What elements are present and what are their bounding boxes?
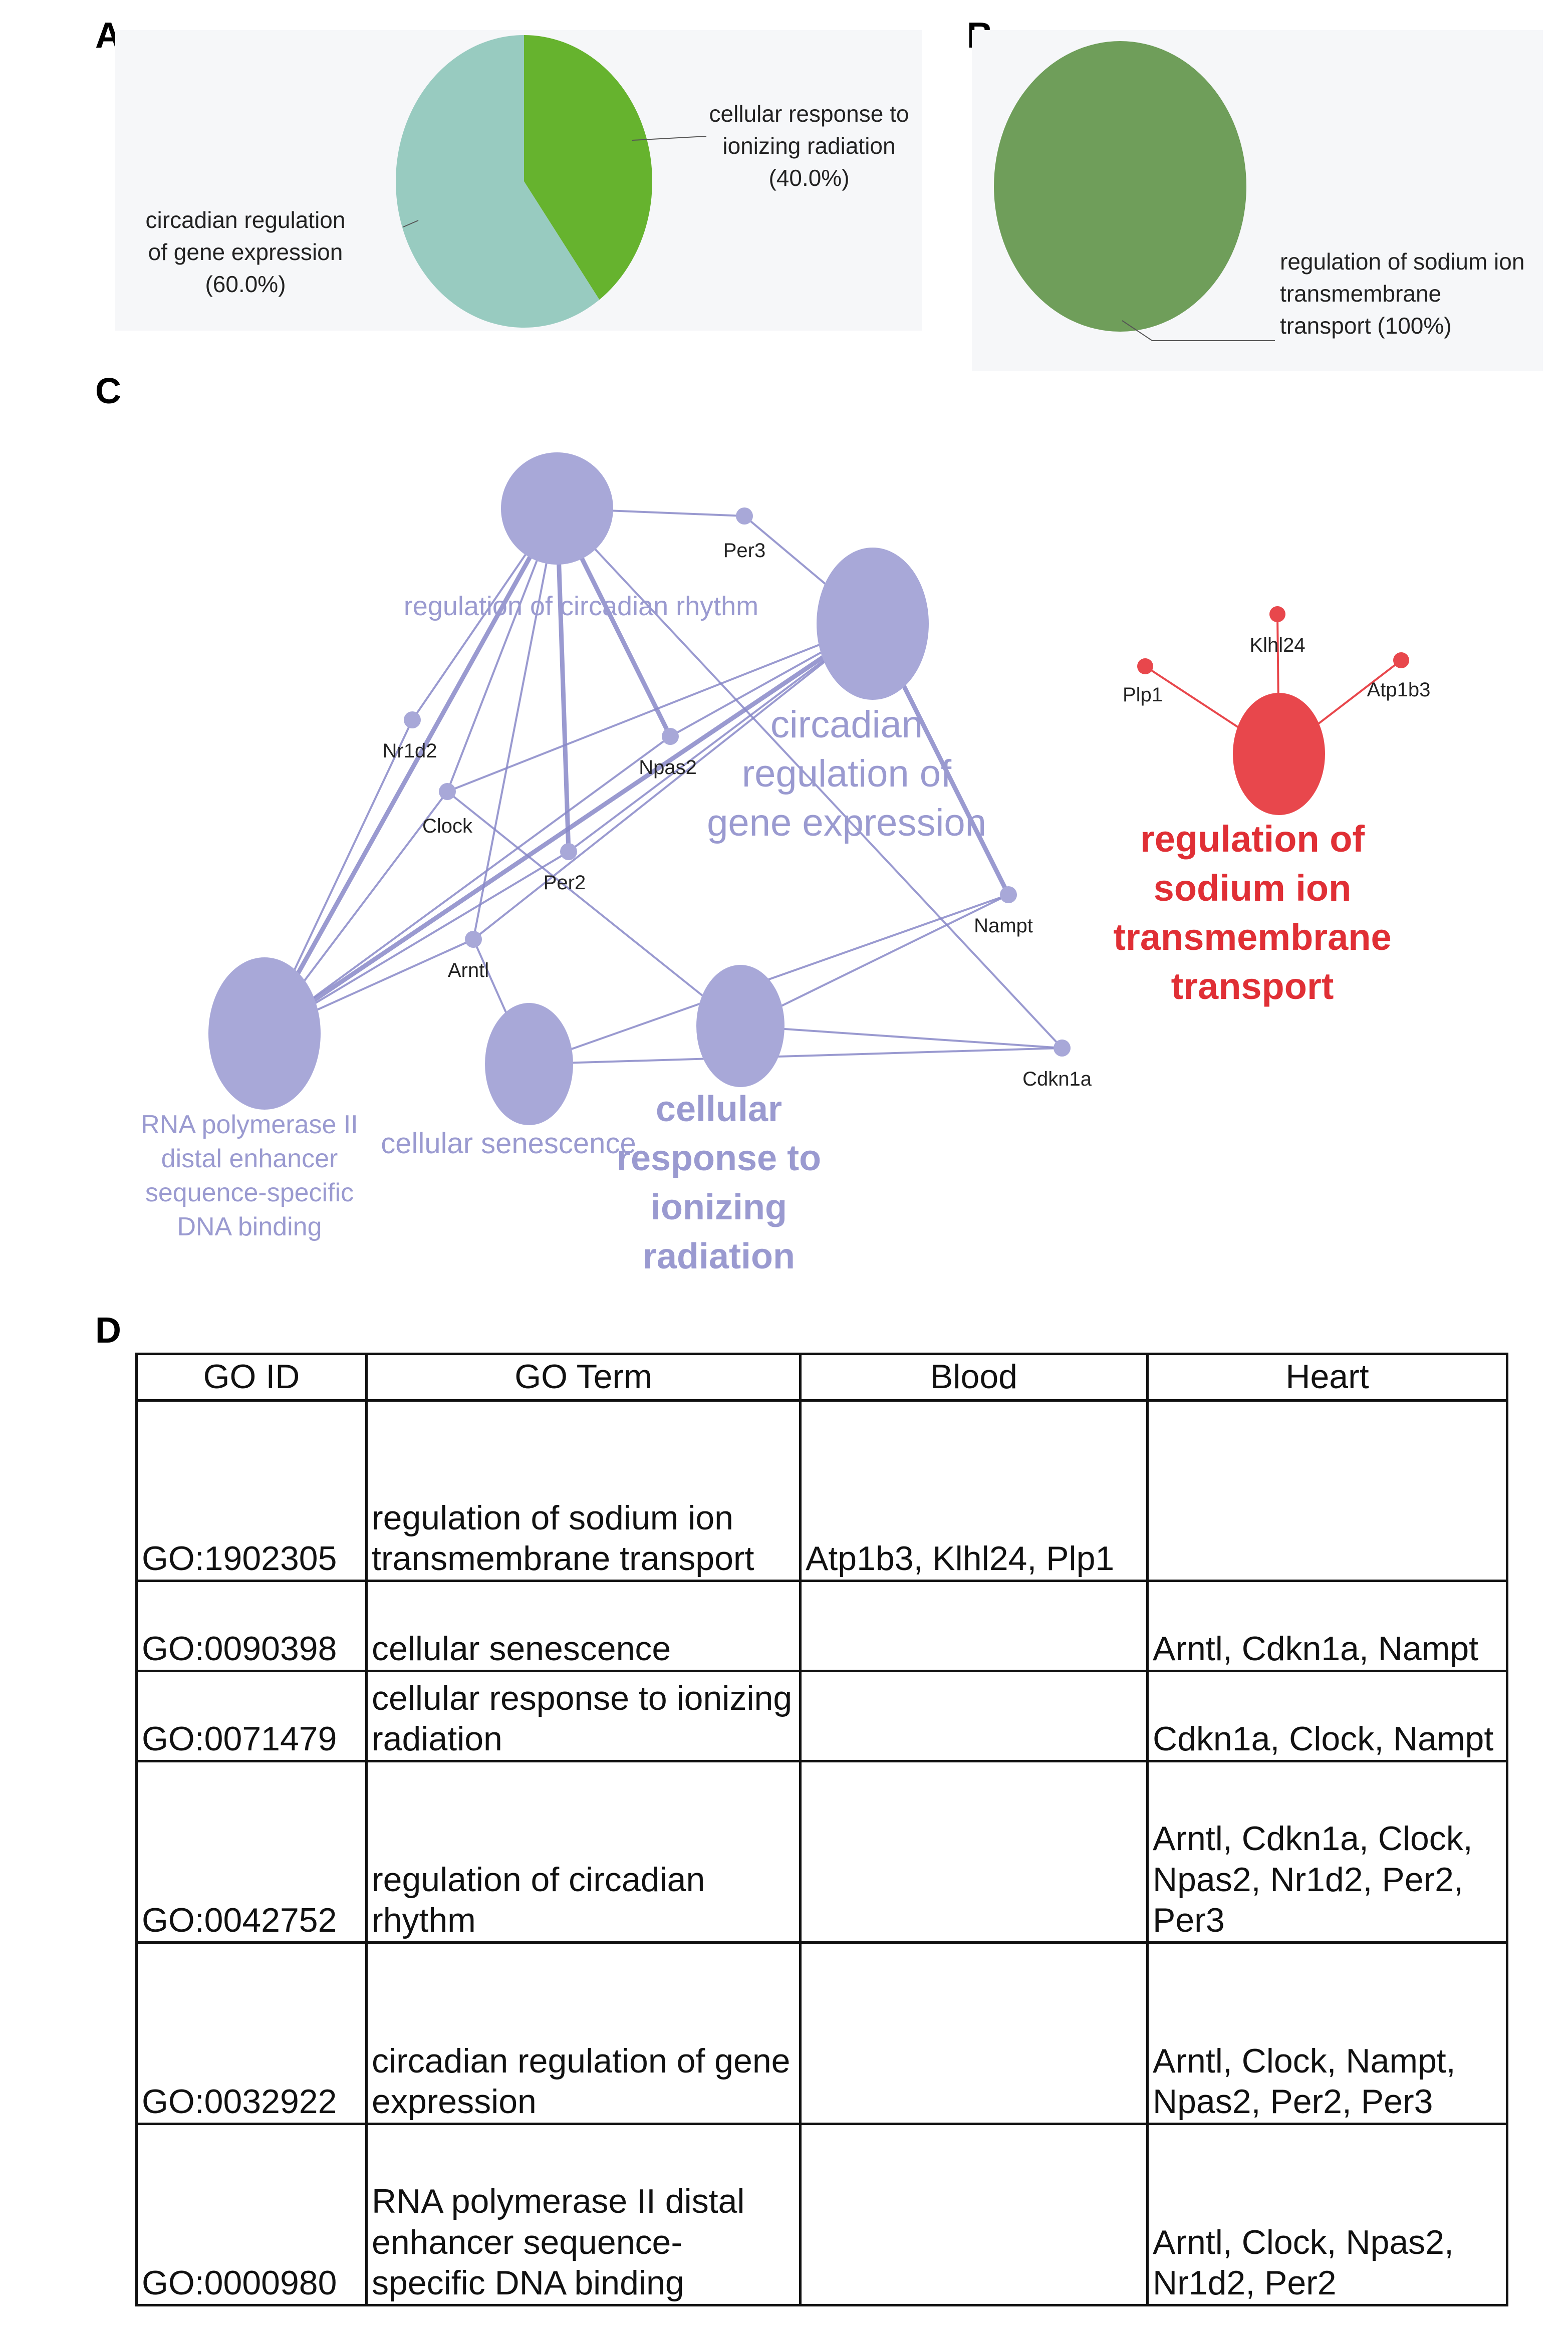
network-edge xyxy=(446,791,741,1027)
cell-go-id: GO:1902305 xyxy=(135,1399,368,1582)
term-label-senes: cellular senescence xyxy=(381,1127,636,1160)
term-label-circ_rhythm: regulation of circadian rhythm xyxy=(404,591,758,621)
gene-node-arntl xyxy=(465,931,482,948)
cell-go-term: regulation of sodium ion transmembrane t… xyxy=(365,1399,802,1582)
table-row: GO:0042752 regulation of circadian rhyth… xyxy=(135,1760,1508,1944)
pie-slice-2 xyxy=(396,35,600,328)
cell-blood xyxy=(799,1670,1149,1762)
cell-go-term: cellular response to ionizing radiation xyxy=(365,1670,802,1762)
cell-heart: Arntl, Cdkn1a, Clock, Npas2, Nr1d2, Per2… xyxy=(1146,1760,1508,1944)
table-row: GO:1902305 regulation of sodium ion tran… xyxy=(135,1399,1508,1582)
cell-blood xyxy=(799,1580,1149,1672)
pie-leader-line-2 xyxy=(403,220,419,227)
gene-node-klhl24 xyxy=(1269,606,1285,622)
network-edge xyxy=(447,623,873,793)
network-edge xyxy=(472,508,558,940)
term-node-senes xyxy=(485,1003,573,1125)
gene-node-nampt xyxy=(1000,886,1017,903)
cell-blood: Atp1b3, Klhl24, Plp1 xyxy=(799,1399,1149,1582)
panel-letter-c: C xyxy=(95,371,121,411)
pie-slice-1 xyxy=(524,35,652,300)
network-edge xyxy=(263,622,874,1036)
network-edge xyxy=(264,735,671,1034)
cell-blood xyxy=(799,2123,1149,2306)
header-blood: Blood xyxy=(799,1353,1149,1402)
panel-letter-d: D xyxy=(95,1311,121,1351)
cell-heart: Arntl, Clock, Npas2, Nr1d2, Per2 xyxy=(1146,2123,1508,2306)
table-row: GO:0000980 RNA polymerase II distal enha… xyxy=(135,2123,1508,2306)
gene-node-plp1 xyxy=(1137,658,1153,674)
term-node-sodium xyxy=(1233,693,1325,815)
term-node-circ_rhythm xyxy=(501,452,613,565)
network-edge xyxy=(740,894,1009,1027)
term-node-ion xyxy=(696,965,785,1087)
cell-go-id: GO:0042752 xyxy=(135,1760,368,1944)
cell-go-term: circadian regulation of gene expression xyxy=(365,1941,802,2125)
cell-heart: Cdkn1a, Clock, Nampt xyxy=(1146,1670,1508,1762)
gene-label-klhl24: Klhl24 xyxy=(1249,634,1305,656)
gene-label-nr1d2: Nr1d2 xyxy=(383,740,437,762)
gene-label-clock: Clock xyxy=(422,815,473,837)
gene-label-plp1: Plp1 xyxy=(1123,684,1163,706)
header-go-term: GO Term xyxy=(365,1353,802,1402)
cell-go-term: regulation of circadian rhythm xyxy=(365,1760,802,1944)
go-table: GO ID GO Term Blood Heart GO:1902305 reg… xyxy=(135,1353,1508,2306)
gene-label-nampt: Nampt xyxy=(974,915,1033,937)
table-row: GO:0032922 circadian regulation of gene … xyxy=(135,1941,1508,2125)
cell-blood xyxy=(799,1760,1149,1944)
term-node-rna xyxy=(208,957,321,1110)
gene-label-atp1b3: Atp1b3 xyxy=(1367,679,1431,701)
network-edge xyxy=(555,508,571,852)
cell-heart xyxy=(1146,1399,1508,1582)
network-edge xyxy=(263,507,559,1035)
pie-slice-1 xyxy=(994,41,1246,332)
table-row: GO:0071479 cellular response to ionizing… xyxy=(135,1670,1508,1762)
gene-node-cdkn1a xyxy=(1054,1040,1071,1057)
table-header-row: GO ID GO Term Blood Heart xyxy=(135,1353,1508,1402)
cell-blood xyxy=(799,1941,1149,2125)
pie-leader-line-1 xyxy=(632,136,707,141)
network-edge xyxy=(740,1025,1063,1049)
gene-label-arntl: Arntl xyxy=(448,959,489,981)
cell-go-id: GO:0032922 xyxy=(135,1941,368,2125)
cell-go-term: cellular senescence xyxy=(365,1580,802,1672)
gene-label-cdkn1a: Cdkn1a xyxy=(1022,1068,1092,1090)
cell-heart: Arntl, Clock, Nampt, Npas2, Per2, Per3 xyxy=(1146,1941,1508,2125)
network-edge xyxy=(556,507,1063,1049)
network-edge xyxy=(472,623,874,940)
gene-node-clock xyxy=(439,783,456,800)
term-node-circ_gene xyxy=(817,548,929,700)
cell-go-id: GO:0090398 xyxy=(135,1580,368,1672)
gene-node-atp1b3 xyxy=(1393,652,1409,668)
gene-node-npas2 xyxy=(662,728,679,745)
network-edge xyxy=(529,1047,1063,1065)
table-row: GO:0090398 cellular senescence Arntl, Cd… xyxy=(135,1580,1508,1672)
header-go-id: GO ID xyxy=(135,1353,368,1402)
gene-node-per3 xyxy=(736,507,753,525)
cell-go-id: GO:0000980 xyxy=(135,2123,368,2306)
gene-node-per2 xyxy=(560,843,577,860)
cell-heart: Arntl, Cdkn1a, Nampt xyxy=(1146,1580,1508,1672)
pie-leader-line-1 xyxy=(1122,320,1275,341)
cell-go-term: RNA polymerase II distal enhancer sequen… xyxy=(365,2123,802,2306)
header-heart: Heart xyxy=(1146,1353,1508,1402)
network-edge xyxy=(568,623,874,853)
gene-label-per2: Per2 xyxy=(544,872,586,894)
gene-label-per3: Per3 xyxy=(723,540,766,562)
gene-node-nr1d2 xyxy=(404,711,421,728)
cell-go-id: GO:0071479 xyxy=(135,1670,368,1762)
gene-label-npas2: Npas2 xyxy=(639,756,697,779)
